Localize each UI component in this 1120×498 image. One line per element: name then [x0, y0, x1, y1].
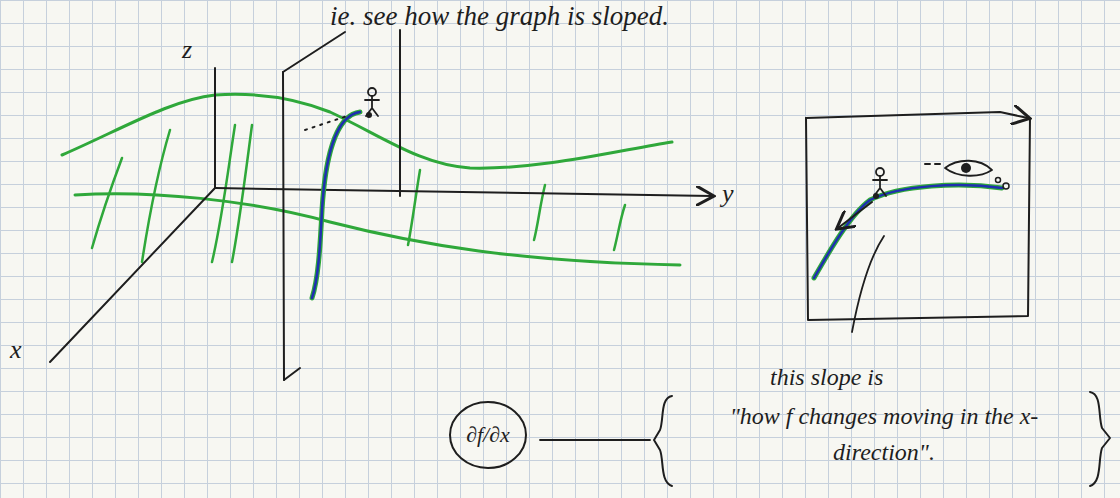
annotation-text: this slope is — [770, 364, 883, 390]
circled-symbol: ∂f/∂x — [448, 400, 528, 470]
symbol-text: ∂f/∂x — [466, 422, 510, 448]
axis-label: x — [10, 336, 22, 365]
annotation-text: "how f changes moving in the x-direction… — [684, 398, 1084, 470]
axis-label: z — [182, 36, 192, 65]
note-text: ie. see how the graph is sloped. — [330, 2, 669, 32]
axis-label: y — [722, 180, 734, 209]
